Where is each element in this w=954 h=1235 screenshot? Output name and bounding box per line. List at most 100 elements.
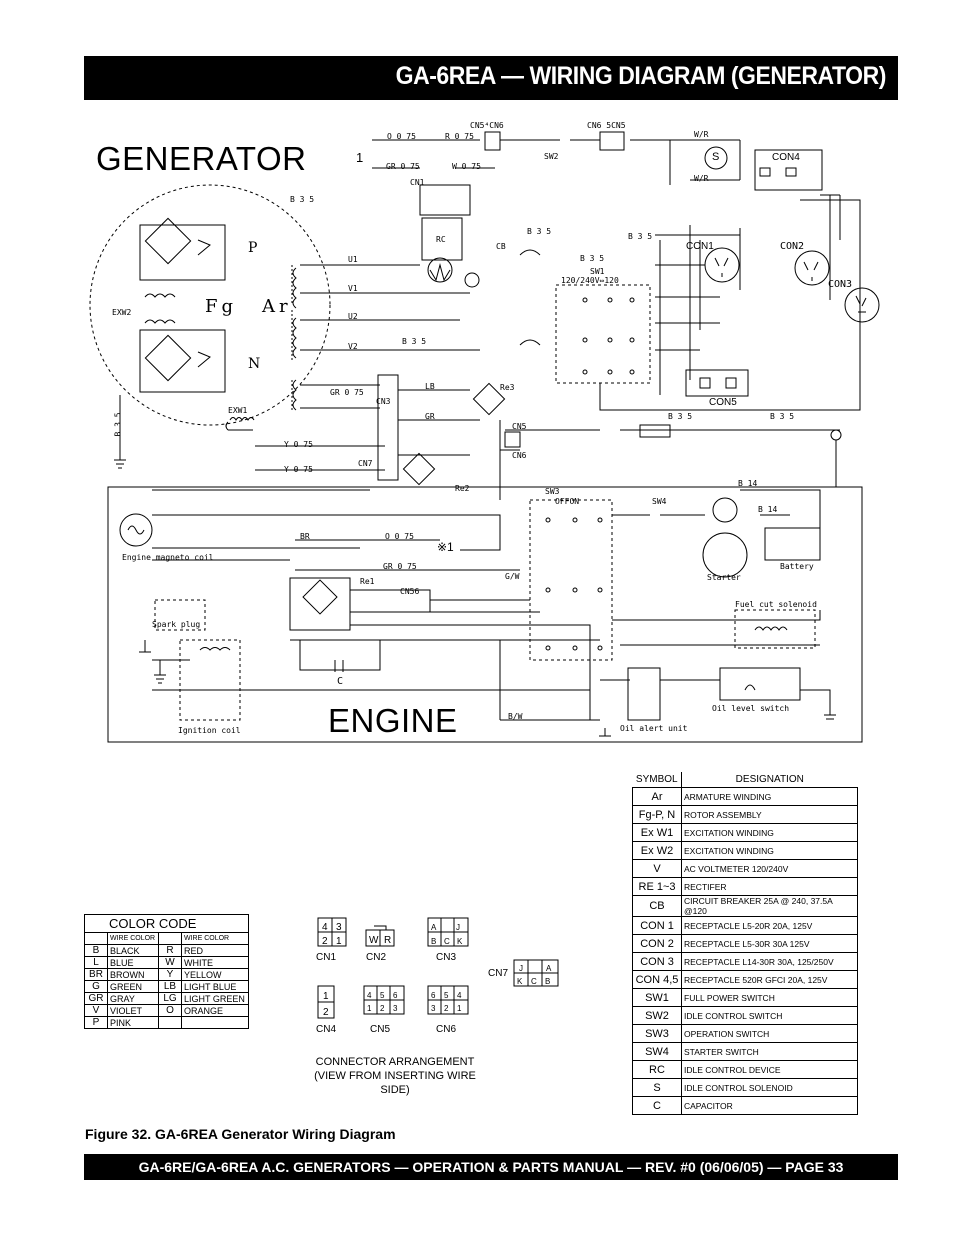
label-b35-d: B 3 5 [628, 232, 653, 241]
svg-text:3: 3 [336, 922, 342, 933]
svg-text:1: 1 [336, 936, 342, 947]
label-cn3: CN3 [376, 397, 391, 406]
label-oil-alert: Oil alert unit [620, 724, 688, 733]
page-title: GA-6REA — WIRING DIAGRAM (GENERATOR) [395, 62, 887, 90]
label-cn5: CN5 [512, 422, 527, 431]
fuel-cut-solenoid-box [734, 609, 816, 649]
label-fg: Fg [205, 296, 238, 317]
svg-text:6: 6 [431, 991, 436, 1000]
sw3-box [529, 499, 613, 661]
label-con1: CON1 [686, 241, 714, 252]
footer-text: GA-6RE/GA-6REA A.C. GENERATORS — OPERATI… [138, 1159, 844, 1175]
sw1-box [555, 284, 651, 384]
cn3-label: CN3 [436, 952, 457, 963]
label-con2: CON2 [780, 241, 805, 252]
label-o075-engine: O 0 75 [385, 532, 414, 541]
label-gr075-top: GR 0 75 [386, 162, 420, 171]
label-r075-top: R 0 75 [445, 132, 474, 141]
label-br: BR [300, 532, 310, 541]
label-fuel-cut: Fuel cut solenoid [735, 600, 817, 609]
label-b14-a: B 14 [738, 479, 758, 488]
cn4-label: CN4 [316, 1024, 337, 1035]
label-b35-g: B 3 5 [668, 412, 693, 421]
label-ignition-coil: Ignition coil [178, 726, 241, 735]
label-battery: Battery [780, 562, 814, 571]
label-oil-level: Oil level switch [712, 704, 790, 713]
svg-text:3: 3 [431, 1004, 436, 1013]
label-s: S [712, 151, 720, 163]
label-con4: CON4 [772, 152, 800, 163]
label-b35-a: B 3 5 [290, 195, 315, 204]
label-cn65cn5: CN6 5CN5 [587, 121, 626, 130]
cn2-label: CN2 [366, 952, 387, 963]
label-o075: O 0 75 [387, 132, 416, 141]
svg-text:A: A [546, 964, 552, 973]
label-spark-plug: Spark plug [152, 620, 201, 629]
cn6-label: CN6 [436, 1024, 457, 1035]
label-b14-b: B 14 [758, 505, 778, 514]
con2-receptacle [794, 250, 830, 286]
svg-text:5: 5 [444, 991, 449, 1000]
generator-title: GENERATOR [96, 140, 307, 177]
label-gr075-mid: GR 0 75 [330, 388, 364, 397]
oil-level-switch [719, 667, 801, 701]
spark-plug-box [154, 599, 206, 631]
legend-designation-header: DESIGNATION [681, 772, 858, 788]
re1-rectifier [302, 579, 338, 615]
label-con3: CON3 [828, 279, 853, 290]
ignition-coil-box [179, 639, 241, 721]
connector-arrangement-title: CONNECTOR ARRANGEMENT (VIEW FROM INSERTI… [314, 1056, 476, 1096]
label-starter: Starter [707, 573, 741, 582]
svg-text:1: 1 [323, 991, 329, 1002]
legend-symbol-header: SYMBOL [632, 772, 682, 788]
label-n: N [248, 356, 261, 372]
label-sw3-sub: OFFON [555, 497, 580, 506]
svg-text:A: A [431, 923, 437, 932]
label-v1: V1 [348, 284, 358, 293]
page-footer: GA-6RE/GA-6REA A.C. GENERATORS — OPERATI… [84, 1154, 898, 1180]
label-re3: Re3 [500, 383, 515, 392]
label-exw2: EXW2 [112, 308, 132, 317]
svg-text:K: K [517, 977, 523, 986]
label-sw3: SW3 [545, 487, 560, 496]
label-cn54cn6: CN5⁴CN6 [470, 121, 504, 130]
svg-text:1: 1 [457, 1004, 462, 1013]
starter-motor-top [712, 497, 738, 523]
re1-frame [289, 577, 351, 631]
label-lb: LB [425, 382, 435, 391]
cn1-label: CN1 [316, 952, 337, 963]
rc-block [421, 217, 463, 261]
con3-receptacle [844, 287, 880, 323]
label-cn6: CN6 [512, 451, 527, 460]
engine-magneto-coil [119, 513, 153, 547]
svg-text:4: 4 [457, 991, 462, 1000]
svg-text:1: 1 [367, 1004, 372, 1013]
cn7-label: CN7 [488, 968, 509, 979]
label-one: 1 [356, 150, 364, 165]
svg-text:R: R [384, 935, 391, 946]
label-star1: ※1 [437, 540, 454, 554]
rotor-rectifier-top [144, 217, 192, 265]
svg-text:2: 2 [380, 1004, 385, 1013]
label-re2: Re2 [455, 484, 470, 493]
generator-rotor-circle [89, 184, 331, 426]
label-exw1: EXW1 [228, 406, 248, 415]
idle-control-solenoid [704, 146, 728, 170]
page-header: GA-6REA — WIRING DIAGRAM (GENERATOR) [84, 56, 898, 100]
